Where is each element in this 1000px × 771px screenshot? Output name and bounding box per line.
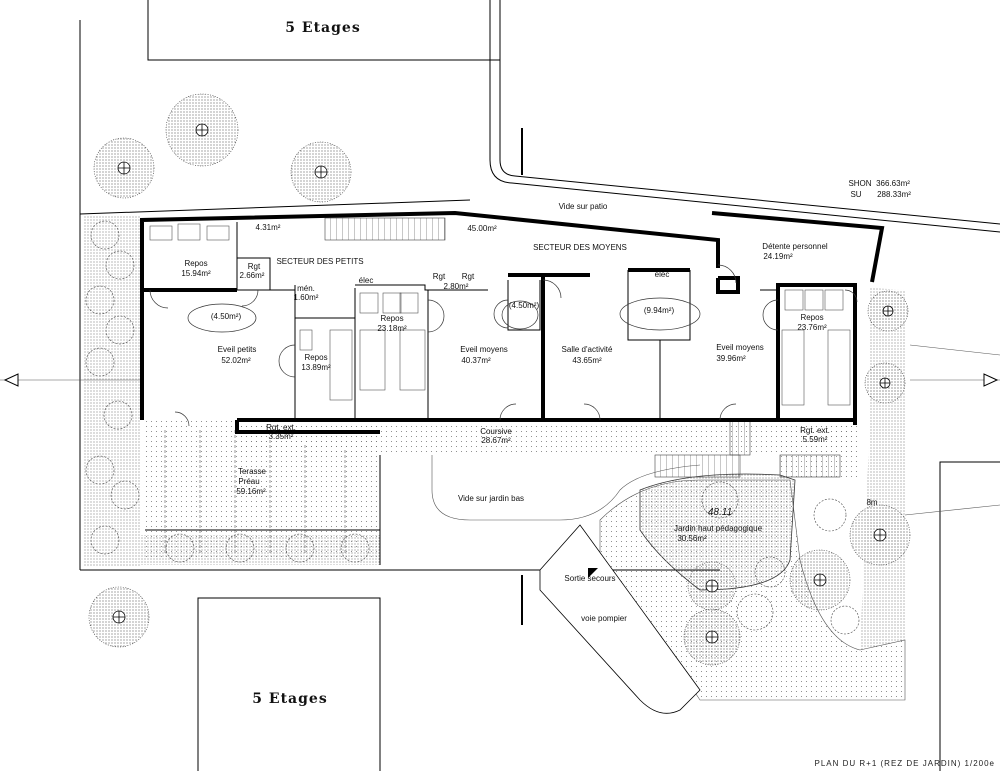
building-top: 5 Etages — [147, 0, 501, 61]
tree — [165, 93, 239, 167]
summary-table: SHON 366.63m² SU 288.33m² — [848, 179, 911, 199]
plan-title: PLAN DU R+1 (REZ DE JARDIN) 1/200e — [815, 759, 996, 768]
elec2-label: élec — [655, 270, 670, 279]
stairs-right — [779, 454, 841, 478]
men-name: mén. — [297, 284, 315, 293]
tree — [864, 362, 906, 404]
shon-value: 366.63m² — [876, 179, 910, 188]
elec1-label: élec — [359, 276, 374, 285]
tree — [93, 137, 155, 199]
rgt1-name: Rgt — [248, 262, 261, 271]
stairs-coursive — [729, 419, 751, 456]
eveil-moyens2-name: Eveil moyens — [716, 343, 764, 352]
building-right — [939, 461, 1000, 771]
building-walls — [140, 210, 885, 434]
rgt-ext2-area: 5.59m² — [803, 435, 828, 444]
sanitary2-area: (4.50m²) — [509, 301, 540, 310]
detente-name: Détente personnel — [762, 242, 828, 251]
terrasse-name1: Terasse — [238, 467, 267, 476]
terrasse-name2: Préau — [238, 477, 259, 486]
eveil-moyens1-name: Eveil moyens — [460, 345, 508, 354]
voie-pompier-label: voie pompier — [581, 614, 627, 623]
repos3-area: 13.89m² — [301, 363, 331, 372]
rgt2-name1: Rgt — [433, 272, 446, 281]
stairs-top — [324, 217, 446, 241]
eveil-moyens1-area: 40.37m² — [461, 356, 491, 365]
tree — [789, 549, 851, 611]
terrasse-planting — [140, 535, 380, 565]
shrubs — [85, 220, 860, 635]
sector-petits: SECTEUR DES PETITS — [276, 257, 363, 266]
jardin-area: 30.56m² — [677, 534, 707, 543]
building-bottom: 5 Etages — [197, 597, 381, 771]
tree — [290, 141, 352, 203]
vide-patio-label: Vide sur patio — [559, 202, 608, 211]
room-labels: Vide sur patio 45.00m² SECTEUR DES PETIT… — [181, 202, 878, 623]
eveil-petits-name: Eveil petits — [218, 345, 257, 354]
coursive-area: 28.67m² — [481, 436, 511, 445]
sector-moyens: SECTEUR DES MOYENS — [533, 243, 627, 252]
vide-jardin-label: Vide sur jardin bas — [458, 494, 524, 503]
voie-pompier-path — [539, 524, 701, 714]
trees — [85, 93, 911, 666]
tree — [683, 608, 741, 666]
su-label: SU — [850, 190, 861, 199]
rgt-ext1-name: Rgt. ext. — [266, 423, 296, 432]
site-boundaries — [0, 0, 1000, 625]
repos2-name: Repos — [380, 314, 403, 323]
repos3-name: Repos — [304, 353, 327, 362]
level-marker: 48.11 — [708, 507, 732, 518]
terrasse-area: 59.16m² — [236, 487, 266, 496]
hall-area: 45.00m² — [467, 224, 497, 233]
planting-strip-right — [860, 288, 905, 650]
terrasse-columns — [145, 430, 381, 565]
rgt2-name2: Rgt — [462, 272, 475, 281]
salle-name: Salle d'activité — [562, 345, 613, 354]
beds — [149, 223, 851, 406]
repos4-area: 23.76m² — [797, 323, 827, 332]
rgt-ext1-area: 3.35m² — [269, 432, 294, 441]
repos1-area: 15.94m² — [181, 269, 211, 278]
vide-jardin-outline — [431, 455, 701, 521]
su-value: 288.33m² — [877, 190, 911, 199]
eveil-moyens2-area: 39.96m² — [716, 354, 746, 363]
doors — [149, 264, 858, 427]
exit-marker-icon — [588, 568, 598, 578]
repos2-area: 23.18m² — [377, 324, 407, 333]
detente-area: 24.19m² — [763, 252, 793, 261]
salle-area: 43.65m² — [572, 356, 602, 365]
rgt1-area: 2.66m² — [240, 271, 265, 280]
tree — [867, 290, 909, 332]
rgt2-area: 2.80m² — [444, 282, 469, 291]
tree — [88, 586, 150, 648]
tree — [849, 504, 911, 566]
planting-strip-left — [84, 216, 140, 566]
wc1-area: 4.31m² — [256, 223, 281, 232]
repos1-name: Repos — [184, 259, 207, 268]
jardin-name: Jardin haut pédagogique — [674, 524, 763, 533]
sanitary1-area: (4.50m²) — [211, 312, 242, 321]
sanitary3-area: (9.94m²) — [644, 306, 675, 315]
shon-label: SHON — [848, 179, 871, 188]
rgt-ext2-name: Rgt. ext. — [800, 426, 830, 435]
distance-label: 8m — [866, 498, 877, 507]
tree — [687, 561, 737, 611]
building-top-label: 5 Etages — [285, 20, 360, 36]
sortie-secours-label: Sortie secours — [564, 574, 615, 583]
eveil-petits-area: 52.02m² — [221, 356, 251, 365]
repos4-name: Repos — [800, 313, 823, 322]
coursive-name: Coursive — [480, 427, 512, 436]
coursive-area — [237, 420, 855, 455]
men-area: 1.60m² — [294, 293, 319, 302]
building-bottom-label: 5 Etages — [252, 691, 327, 707]
stairs-garden — [654, 454, 741, 478]
